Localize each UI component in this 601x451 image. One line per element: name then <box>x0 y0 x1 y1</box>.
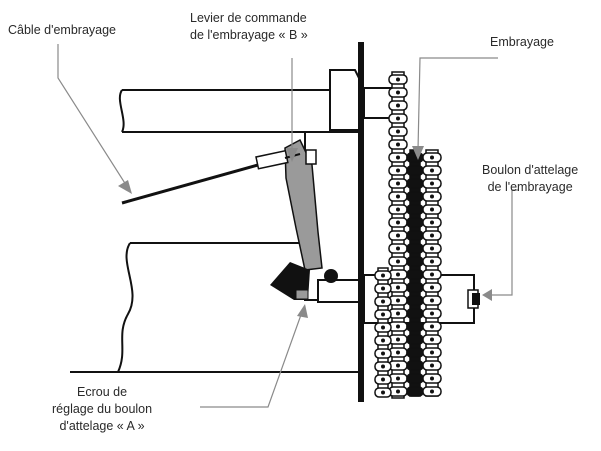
chain-ring-dark <box>406 149 424 397</box>
leader-lines <box>57 44 519 408</box>
label-clutch-cable-text: Câble d'embrayage <box>8 23 117 37</box>
label-coupling-bolt-line2: de l'embrayage <box>487 180 573 194</box>
clutch-plate <box>358 42 364 402</box>
coupling-bolt <box>467 289 480 309</box>
label-control-lever-line2: de l'embrayage « B » <box>190 28 308 42</box>
chain-rings <box>374 71 442 399</box>
control-lever <box>270 138 338 300</box>
lower-frame-tube <box>70 242 358 373</box>
label-coupling-bolt-line1: Boulon d'attelage <box>482 163 579 177</box>
label-coupling-bolt: Boulon d'attelage de l'embrayage <box>482 162 578 196</box>
label-clutch-text: Embrayage <box>490 35 554 49</box>
label-adjusting-nut-line2: réglage du boulon <box>52 402 153 416</box>
upper-frame-tube <box>118 89 330 133</box>
chain-ring-inner <box>422 149 442 397</box>
chain-ring-back <box>374 267 392 398</box>
leader-arrowheads <box>118 146 492 318</box>
label-adjusting-nut-line1: Ecrou de <box>77 385 128 399</box>
label-clutch-cable: Câble d'embrayage <box>8 22 116 39</box>
label-control-lever-line1: Levier de commande <box>190 11 307 25</box>
label-clutch: Embrayage <box>490 34 554 51</box>
chain-ring-outer <box>388 71 408 399</box>
clutch-cable <box>121 149 301 205</box>
label-adjusting-nut-line3: d'attelage « A » <box>59 419 145 433</box>
label-adjusting-nut: Ecrou de réglage du boulon d'attelage « … <box>52 384 152 435</box>
label-control-lever: Levier de commande de l'embrayage « B » <box>190 10 308 44</box>
